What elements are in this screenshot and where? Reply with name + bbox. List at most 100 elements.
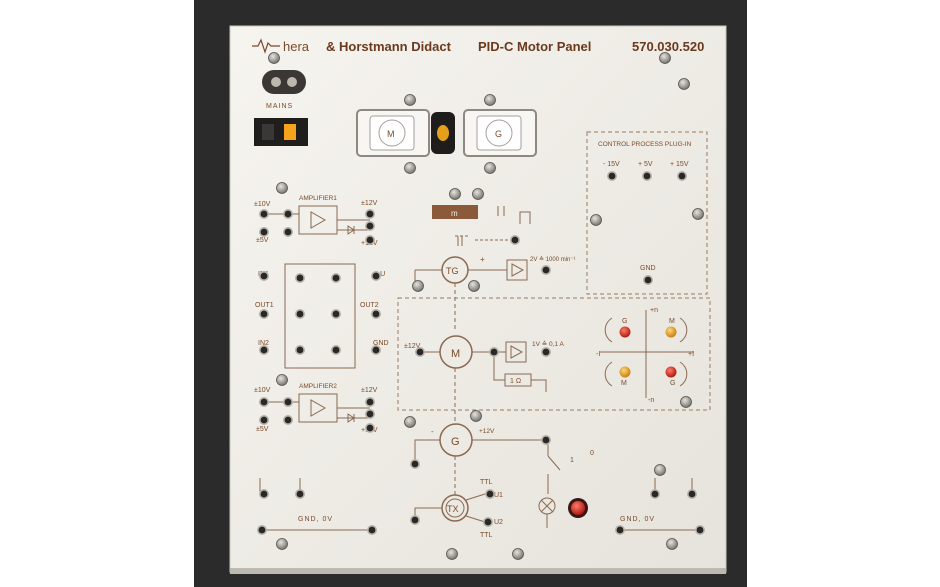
motor-section-area xyxy=(397,297,711,411)
lamp-motor-q3 xyxy=(619,366,631,378)
panel-screw xyxy=(590,214,602,226)
banana-socket[interactable] xyxy=(540,264,551,275)
banana-socket[interactable] xyxy=(282,396,293,407)
panel-screw xyxy=(404,94,416,106)
lamp-motor-q2 xyxy=(665,326,677,338)
banana-socket[interactable] xyxy=(330,308,341,319)
panel-screw xyxy=(468,280,480,292)
banana-socket[interactable] xyxy=(370,344,381,355)
mains-pin-left xyxy=(271,77,281,87)
banana-socket[interactable] xyxy=(258,227,269,238)
banana-socket[interactable] xyxy=(364,209,375,220)
tacho-plus: + xyxy=(480,255,485,264)
quadrant-minus-n: -n xyxy=(648,397,654,404)
coupling xyxy=(437,125,449,141)
banana-socket[interactable] xyxy=(540,346,551,357)
brake-coil-icon xyxy=(457,236,463,246)
amp1-10v: ±10V xyxy=(254,201,271,208)
tacho-label: TG xyxy=(446,266,459,276)
banana-socket[interactable] xyxy=(649,488,660,499)
ground-label-left: GND, 0V xyxy=(298,516,333,523)
encoder-ttl-top: TTL xyxy=(480,479,493,486)
banana-socket[interactable] xyxy=(488,346,499,357)
shunt-wiring xyxy=(493,352,547,392)
generator-body xyxy=(476,115,522,151)
panel-screw xyxy=(276,538,288,550)
banana-socket[interactable] xyxy=(282,414,293,425)
generator-section-letter: G xyxy=(451,436,460,448)
quadrant-display: +n -n -I +I G M M G xyxy=(596,307,694,404)
generator-letter: G xyxy=(495,129,502,139)
q2-arc xyxy=(679,317,688,343)
banana-socket[interactable] xyxy=(642,274,653,285)
banana-socket[interactable] xyxy=(482,516,493,527)
banana-socket[interactable] xyxy=(330,272,341,283)
banana-socket[interactable] xyxy=(282,227,293,238)
mains-switch[interactable] xyxy=(254,118,308,146)
banana-socket[interactable] xyxy=(258,270,269,281)
banana-socket[interactable] xyxy=(370,270,381,281)
banana-socket[interactable] xyxy=(614,524,625,535)
banana-socket[interactable] xyxy=(294,308,305,319)
motor-body xyxy=(369,115,415,151)
tacho-scale: 2V ≙ 1000 min⁻¹ xyxy=(530,256,576,263)
motor-panel xyxy=(229,25,727,573)
banana-socket[interactable] xyxy=(409,514,420,525)
banana-socket[interactable] xyxy=(330,344,341,355)
quadrant-bl-label: M xyxy=(621,380,627,387)
panel-screw xyxy=(404,162,416,174)
banana-socket[interactable] xyxy=(258,414,269,425)
plugin-label-plus15: + 15V xyxy=(670,161,689,168)
banana-socket[interactable] xyxy=(540,434,551,445)
banana-socket[interactable] xyxy=(364,396,375,407)
banana-socket[interactable] xyxy=(294,344,305,355)
banana-socket[interactable] xyxy=(641,171,652,182)
banana-socket[interactable] xyxy=(364,408,375,419)
banana-socket[interactable] xyxy=(258,209,269,220)
mains-socket[interactable] xyxy=(262,70,306,94)
motor-supply-label: ±12V xyxy=(404,343,421,350)
banana-socket[interactable] xyxy=(370,308,381,319)
mains-label: MAINS xyxy=(266,103,293,110)
banana-socket[interactable] xyxy=(676,171,687,182)
load-switch-icon xyxy=(547,455,561,494)
opamp-out2: OUT2 xyxy=(360,302,379,309)
banana-socket[interactable] xyxy=(294,272,305,283)
banana-socket[interactable] xyxy=(694,524,705,535)
panel-screw xyxy=(449,188,461,200)
load-lamp-cross xyxy=(540,499,554,513)
panel-screw xyxy=(470,410,482,422)
company-name: & Horstmann Didact xyxy=(326,39,452,54)
q4-arc xyxy=(679,361,688,387)
motor-section-letter: M xyxy=(451,348,460,360)
banana-socket[interactable] xyxy=(606,171,617,182)
lamp-generator-q1 xyxy=(619,326,631,338)
banana-socket[interactable] xyxy=(414,346,425,357)
banana-socket[interactable] xyxy=(258,308,269,319)
panel-screw xyxy=(404,416,416,428)
banana-socket[interactable] xyxy=(258,396,269,407)
banana-socket[interactable] xyxy=(686,488,697,499)
banana-socket[interactable] xyxy=(282,209,293,220)
lamp-generator-q4 xyxy=(665,366,677,378)
hera-logo-icon xyxy=(252,38,280,54)
banana-socket[interactable] xyxy=(258,344,269,355)
mains-inlet[interactable] xyxy=(262,70,306,94)
current-amp-icon xyxy=(510,345,524,359)
banana-socket[interactable] xyxy=(256,524,267,535)
encoder-ttl-bottom: TTL xyxy=(480,532,493,539)
banana-socket[interactable] xyxy=(258,488,269,499)
panel-screw xyxy=(472,188,484,200)
banana-socket[interactable] xyxy=(294,488,305,499)
banana-socket[interactable] xyxy=(366,524,377,535)
banana-socket[interactable] xyxy=(364,221,375,232)
banana-socket[interactable] xyxy=(484,488,495,499)
banana-socket[interactable] xyxy=(364,422,375,433)
banana-socket[interactable] xyxy=(409,458,420,469)
load-switch-button[interactable] xyxy=(568,498,588,518)
quadrant-tr-label: M xyxy=(669,318,675,325)
banana-socket[interactable] xyxy=(364,235,375,246)
amp1-pm12v: ±12V xyxy=(361,200,378,207)
panel-screw xyxy=(484,94,496,106)
banana-socket[interactable] xyxy=(509,235,520,246)
